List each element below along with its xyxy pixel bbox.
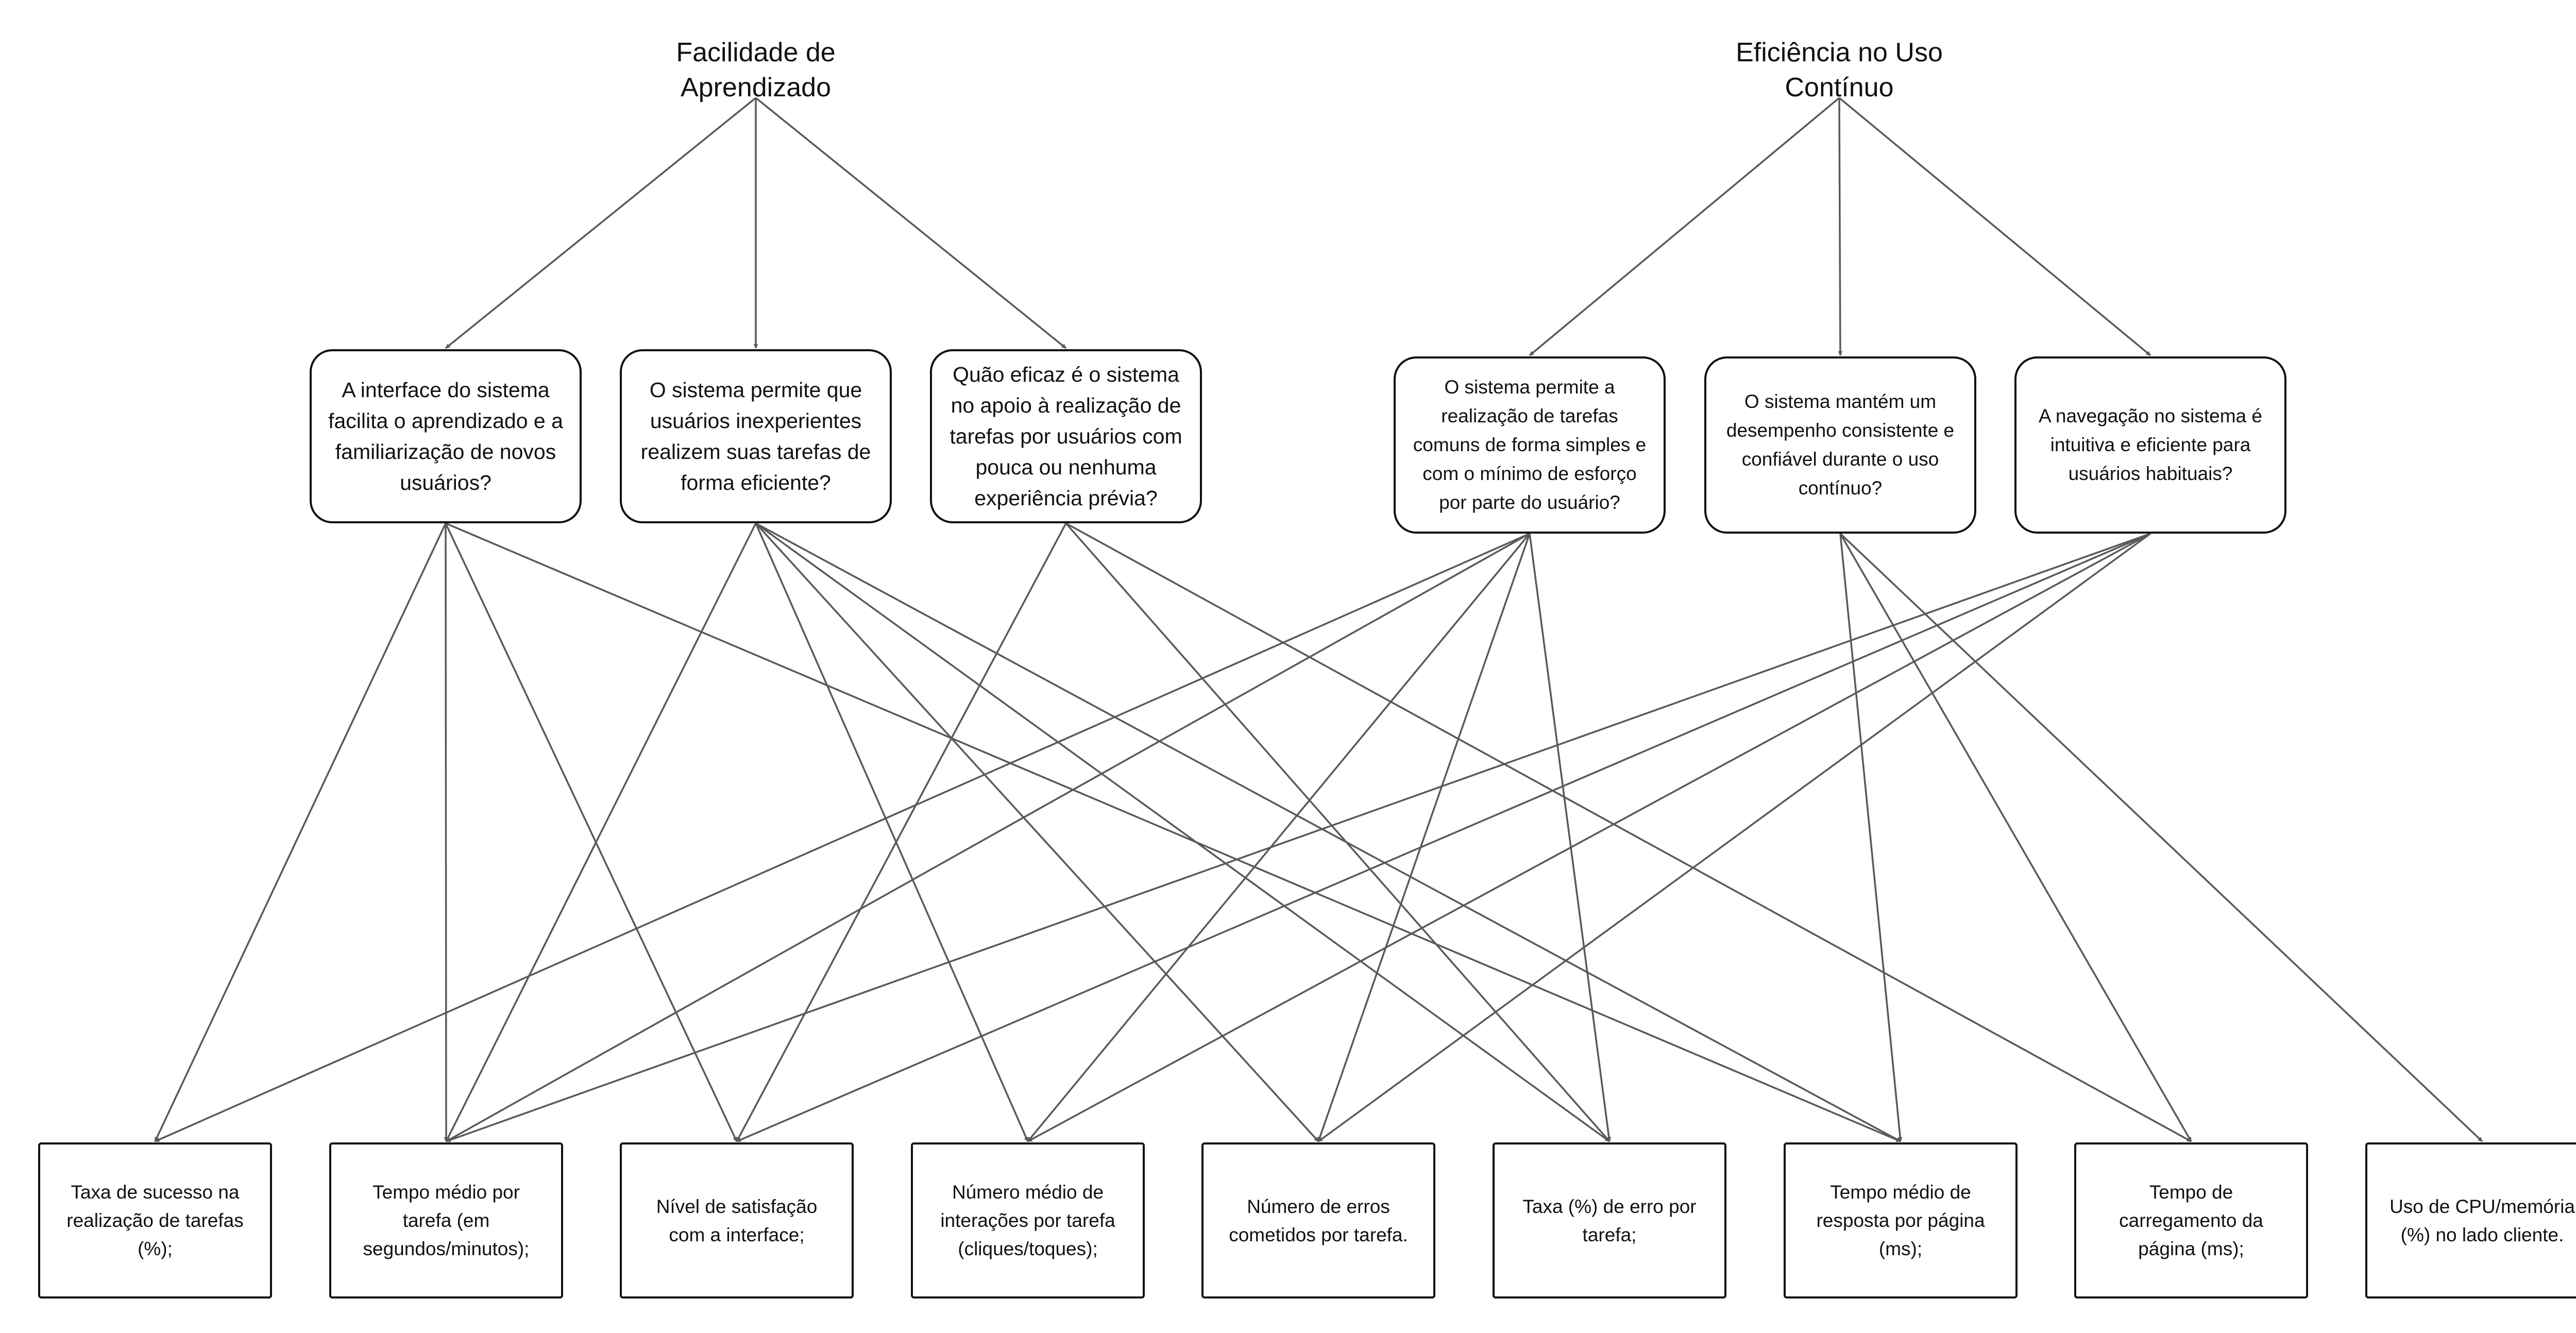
- edge-g2-q6: [1838, 97, 2151, 356]
- metric-tempo-medio-por-tarefa: Tempo médio por tarefa (em segundos/minu…: [329, 1142, 563, 1298]
- edge-g1-q1: [445, 97, 757, 349]
- metric-tempo-de-carregamento: Tempo de carregamento da página (ms);: [2074, 1142, 2308, 1298]
- metric-numero-de-erros: Número de erros cometidos por tarefa.: [1201, 1142, 1435, 1298]
- edge-q4-m1: [155, 533, 1530, 1142]
- goal-facilidade-de-aprendizado: Facilidade de Aprendizado: [676, 38, 836, 102]
- edge-q5-m9: [1839, 533, 2483, 1142]
- edge-q4-m4: [1027, 533, 1531, 1142]
- metric-taxa-de-sucesso: Taxa de sucesso na realização de tarefas…: [38, 1142, 272, 1298]
- goal-eficiencia-no-uso-continuo: Eficiência no Uso Contínuo: [1736, 38, 1943, 102]
- edge-q6-m4: [1027, 533, 2151, 1142]
- edge-q2-m6: [755, 522, 1611, 1142]
- edge-q3-m8: [1065, 522, 2192, 1142]
- edge-q5-m7: [1839, 533, 1903, 1142]
- question-navegacao-intuitiva: A navegação no sistema é intuitiva e efi…: [2014, 356, 2286, 534]
- metric-uso-de-cpu-memoria: Uso de CPU/memória (%) no lado cliente.: [2365, 1142, 2576, 1298]
- edge-q4-m2: [446, 533, 1530, 1142]
- edge-q1-m1: [154, 523, 447, 1142]
- metric-tempo-medio-de-resposta: Tempo médio de resposta por página (ms);: [1784, 1142, 2018, 1298]
- question-interface-aprendizado: A interface do sistema facilita o aprend…: [310, 349, 582, 523]
- edge-q4-m6: [1529, 533, 1612, 1142]
- edge-q6-m2: [446, 533, 2151, 1142]
- edge-q5-m8: [1839, 533, 2192, 1142]
- edge-g2-q5: [1838, 97, 1843, 356]
- edge-q3-m3: [736, 523, 1067, 1142]
- question-usuarios-inexperientes: O sistema permite que usuários inexperie…: [620, 349, 892, 523]
- edge-g1-q3: [755, 97, 1067, 349]
- edge-q2-m4: [755, 523, 1029, 1142]
- metric-taxa-de-erro: Taxa (%) de erro por tarefa;: [1493, 1142, 1726, 1298]
- edge-g2-q4: [1529, 97, 1840, 356]
- edge-q6-m5: [1317, 533, 2151, 1142]
- edge-q2-m5: [755, 522, 1319, 1142]
- metric-numero-medio-de-interacoes: Número médio de interações por tarefa (c…: [911, 1142, 1145, 1298]
- edge-q2-m7: [755, 522, 1901, 1142]
- question-eficacia-pouca-experiencia: Quão eficaz é o sistema no apoio à reali…: [930, 349, 1202, 523]
- edge-q3-m6: [1065, 522, 1611, 1142]
- edge-q1-m7: [445, 522, 1901, 1142]
- edge-q4-m5: [1317, 533, 1531, 1142]
- edge-q1-m3: [445, 523, 738, 1142]
- question-tarefas-comuns-simples: O sistema permite a realização de tarefa…: [1394, 356, 1666, 534]
- metric-nivel-de-satisfacao: Nível de satisfação com a interface;: [620, 1142, 854, 1298]
- edge-q2-m2: [445, 523, 757, 1142]
- edge-q6-m3: [736, 533, 2151, 1142]
- question-desempenho-consistente: O sistema mantém um desempenho consisten…: [1704, 356, 1976, 534]
